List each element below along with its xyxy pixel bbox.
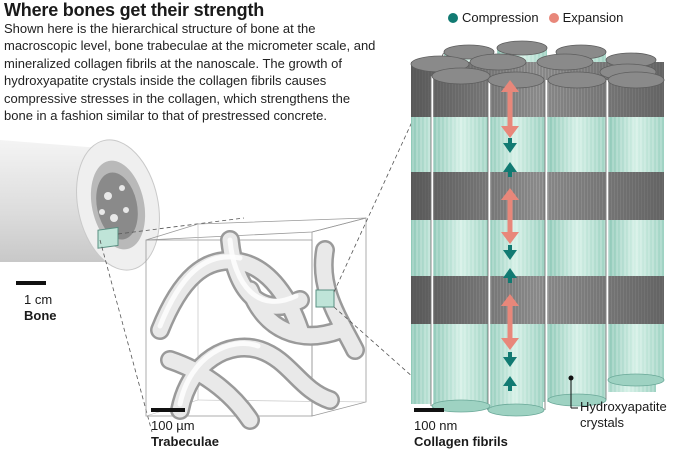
hydroxyapatite-callout-line — [568, 375, 578, 409]
bone-scale-bar — [16, 281, 46, 285]
trabecular-struts — [150, 230, 365, 430]
hydroxyapatite-label-line1: Hydroxyapatite — [580, 399, 667, 414]
expansion-swatch — [548, 12, 559, 23]
expansion-label: Expansion — [562, 10, 624, 25]
compression-swatch — [448, 12, 458, 23]
legend-expansion: Expansion — [548, 10, 624, 25]
compression-label: Compression — [462, 10, 539, 25]
trabeculae-panel-label: Trabeculae — [151, 434, 219, 449]
compression-arrows — [503, 138, 517, 391]
hydroxyapatite-label-line2: crystals — [580, 415, 625, 430]
trabeculae-scale-bar — [151, 408, 185, 412]
bone-scale-label: 1 cm — [24, 292, 53, 307]
legend-compression: Compression — [448, 10, 539, 25]
bone-to-trabeculae-lines — [99, 217, 245, 433]
trabeculae-inset-cube — [315, 289, 335, 308]
expansion-arrows — [501, 80, 519, 350]
fibrils-scale-label: 100 nm — [414, 418, 458, 433]
legend: Compression Expansion — [448, 10, 629, 25]
gap-bands — [411, 62, 664, 324]
bone-shaft — [0, 139, 160, 271]
description-text: Shown here is the hierarchical structure… — [4, 21, 376, 124]
hydroxyapatite-label: Hydroxyapatite crystals — [580, 399, 667, 431]
fibrils-scale-bar — [414, 408, 444, 412]
bone-panel-label: Bone — [24, 308, 57, 323]
collagen-fibril-bundle — [410, 40, 665, 417]
fibrils-panel-label: Collagen fibrils — [414, 434, 508, 449]
trabeculae-scale-label: 100 µm — [151, 418, 195, 433]
page-title: Where bones get their strength — [4, 0, 265, 20]
